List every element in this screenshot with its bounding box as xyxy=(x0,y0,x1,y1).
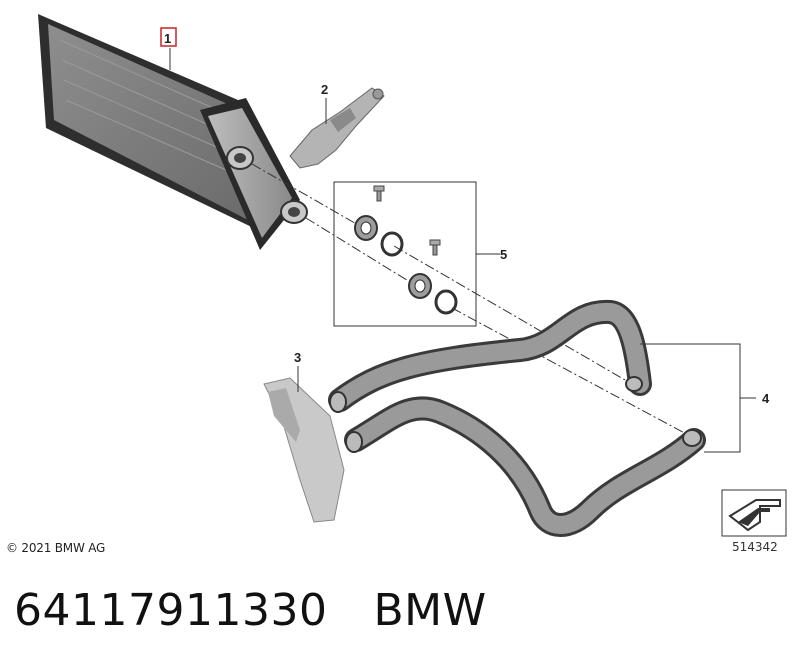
part-number-line: 64117911330 BMW xyxy=(14,585,487,636)
highlight-box xyxy=(160,27,177,47)
copyright-text: © 2021 BMW AG xyxy=(6,541,106,555)
callout-4[interactable]: 4 xyxy=(762,391,770,406)
callout-5[interactable]: 5 xyxy=(500,247,507,262)
coolant-hoses[interactable] xyxy=(328,300,706,537)
callout-1[interactable]: 1 xyxy=(164,31,171,46)
cover[interactable] xyxy=(263,377,345,523)
alignment-lines xyxy=(251,163,691,437)
screw-icon xyxy=(373,185,385,202)
callout-2[interactable]: 2 xyxy=(321,82,328,97)
brand-name: BMW xyxy=(373,585,487,636)
heater-core[interactable] xyxy=(38,14,308,250)
leader-lines xyxy=(169,48,756,453)
parts-diagram: 1 2 3 4 5 xyxy=(38,14,787,537)
part-number: 64117911330 xyxy=(14,585,328,636)
callout-3[interactable]: 3 xyxy=(294,350,301,365)
reference-number: 514342 xyxy=(732,540,778,554)
screw-icon xyxy=(429,239,441,256)
bracket[interactable] xyxy=(289,87,385,169)
seal-kit[interactable] xyxy=(333,181,477,327)
reference-symbol-icon xyxy=(721,489,787,537)
